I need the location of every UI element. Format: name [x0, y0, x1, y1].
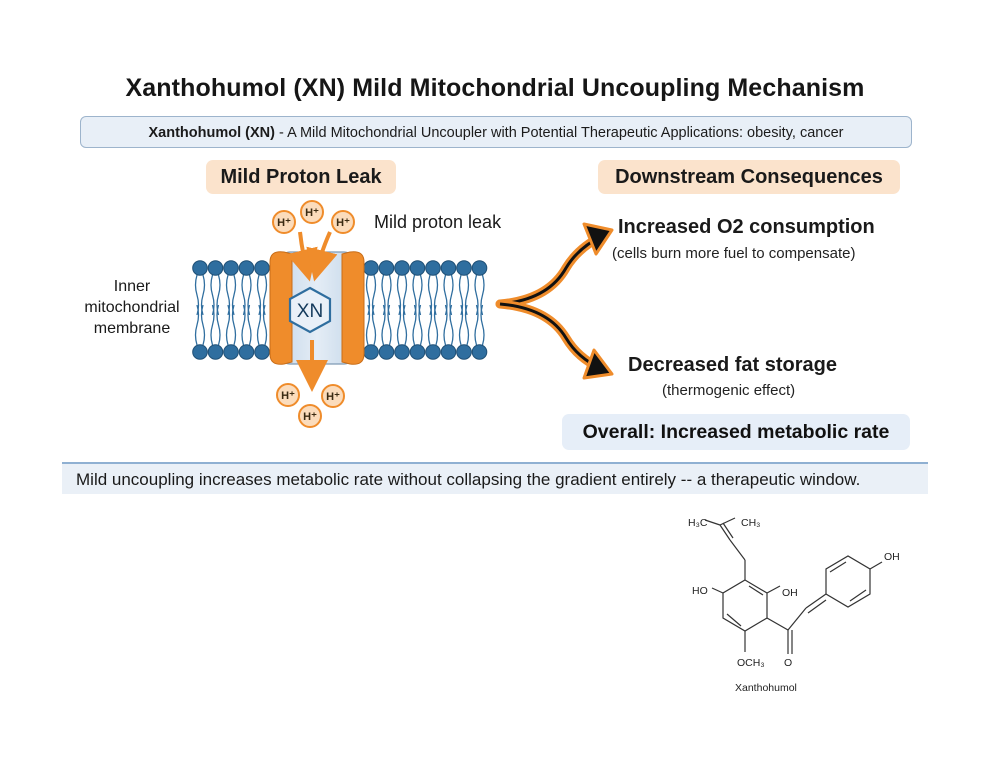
phospholipid-tail	[396, 304, 402, 346]
lipid-bilayer	[192, 260, 488, 360]
proton-icon: H⁺	[305, 207, 319, 219]
footer-note: Mild uncoupling increases metabolic rate…	[62, 462, 928, 494]
phospholipid-head	[425, 260, 441, 276]
proton-icon: H⁺	[326, 391, 340, 403]
subtitle-banner: Xanthohumol (XN) - A Mild Mitochondrial …	[80, 116, 912, 148]
phospholipid-head	[440, 344, 457, 360]
phospholipid-tail	[427, 304, 433, 346]
proton-icon: H⁺	[281, 390, 295, 402]
consequence-fat-note: (thermogenic effect)	[662, 382, 796, 399]
phospholipid-head	[238, 344, 255, 360]
phospholipid-head	[409, 344, 426, 360]
phospholipid-head	[471, 260, 488, 276]
phospholipid-head	[394, 344, 410, 360]
phospholipid-tail	[371, 304, 377, 346]
xn-hexagon	[288, 286, 332, 334]
membrane-label-line3: membrane	[93, 320, 171, 337]
subtitle-bold: Xanthohumol (XN)	[148, 125, 275, 141]
proton-icon: H⁺	[277, 217, 291, 229]
phospholipid-head	[223, 344, 239, 360]
svg-text:H₃C: H₃C	[688, 517, 708, 529]
phospholipid-tail	[247, 304, 252, 346]
membrane-label: Inner mitochondrial membrane	[76, 276, 188, 339]
phospholipid-head	[192, 344, 208, 360]
phospholipid-tail	[474, 304, 479, 346]
phospholipid-head	[207, 344, 224, 360]
phospholipid-tail	[402, 304, 408, 346]
phospholipid-tail	[225, 304, 231, 346]
phospholipid-tail	[365, 304, 371, 346]
phospholipid-tail	[458, 304, 464, 346]
phospholipid-tail	[256, 304, 262, 346]
svg-text:HO: HO	[692, 585, 708, 597]
subtitle-text: - A Mild Mitochondrial Uncoupler with Po…	[274, 125, 844, 141]
phospholipid-tail	[449, 304, 454, 346]
phospholipid-tail	[412, 304, 417, 346]
consequence-o2-title: Increased O2 consumption	[618, 216, 875, 238]
xn-channel: XN	[269, 251, 365, 365]
phospholipid-head	[394, 260, 410, 276]
phospholipid-tail	[241, 304, 246, 346]
svg-text:O: O	[784, 657, 792, 669]
consequence-fat-title: Decreased fat storage	[628, 354, 837, 376]
phospholipid-tail	[443, 304, 448, 346]
proton-leak-label: Mild proton leak	[374, 212, 502, 232]
phospholipid-tail	[262, 304, 268, 346]
structure-name: Xanthohumol	[735, 682, 797, 694]
phospholipid-head	[223, 260, 239, 276]
membrane-label-line1: Inner	[113, 278, 151, 295]
phospholipid-tail	[216, 304, 221, 346]
proton-icons: H⁺ H⁺ H⁺ H⁺ H⁺ H⁺	[272, 200, 355, 428]
phospholipid-head	[409, 260, 426, 276]
xanthohumol-structure	[704, 517, 883, 654]
proton-icon: H⁺	[336, 217, 350, 229]
phospholipid-head	[238, 260, 255, 276]
overall-summary: Overall: Increased metabolic rate	[562, 414, 910, 450]
phospholipid-head	[207, 260, 224, 276]
svg-text:OCH₃: OCH₃	[737, 657, 765, 669]
phospholipid-head	[192, 260, 208, 276]
phospholipid-tail	[210, 304, 215, 346]
phospholipid-head	[363, 344, 379, 360]
consequence-arrows	[495, 222, 614, 380]
phospholipid-tail	[231, 304, 237, 346]
phospholipid-tail	[200, 304, 206, 346]
phospholipid-head	[471, 344, 488, 360]
phospholipid-tail	[464, 304, 470, 346]
consequence-o2-note: (cells burn more fuel to compensate)	[612, 245, 856, 262]
phospholipid-tail	[418, 304, 423, 346]
phospholipid-head	[456, 344, 472, 360]
phospholipid-tail	[194, 304, 200, 346]
membrane-label-line2: mitochondrial	[84, 299, 180, 316]
svg-text:OH: OH	[782, 587, 798, 599]
phospholipid-head	[378, 260, 395, 276]
xn-label: XN	[297, 301, 323, 322]
structure-labels: H₃C CH₃ OH HO OH OCH₃ O	[688, 517, 900, 669]
section-downstream-consequences: Downstream Consequences	[598, 160, 900, 194]
phospholipid-tail	[381, 304, 386, 346]
phospholipid-head	[254, 344, 270, 360]
phospholipid-tail	[480, 304, 485, 346]
proton-arrow-in-left	[286, 231, 318, 282]
phospholipid-head	[425, 344, 441, 360]
proton-arrow-in-right	[306, 231, 338, 282]
phospholipid-head	[254, 260, 270, 276]
svg-text:CH₃: CH₃	[741, 517, 760, 529]
page-title: Xanthohumol (XN) Mild Mitochondrial Unco…	[125, 74, 865, 102]
phospholipid-head	[440, 260, 457, 276]
phospholipid-head	[378, 344, 395, 360]
phospholipid-head	[363, 260, 379, 276]
phospholipid-tail	[433, 304, 439, 346]
phospholipid-tail	[387, 304, 392, 346]
section-mild-proton-leak: Mild Proton Leak	[206, 160, 396, 194]
phospholipid-head	[456, 260, 472, 276]
proton-icon: H⁺	[303, 411, 317, 423]
svg-text:OH: OH	[884, 551, 900, 563]
